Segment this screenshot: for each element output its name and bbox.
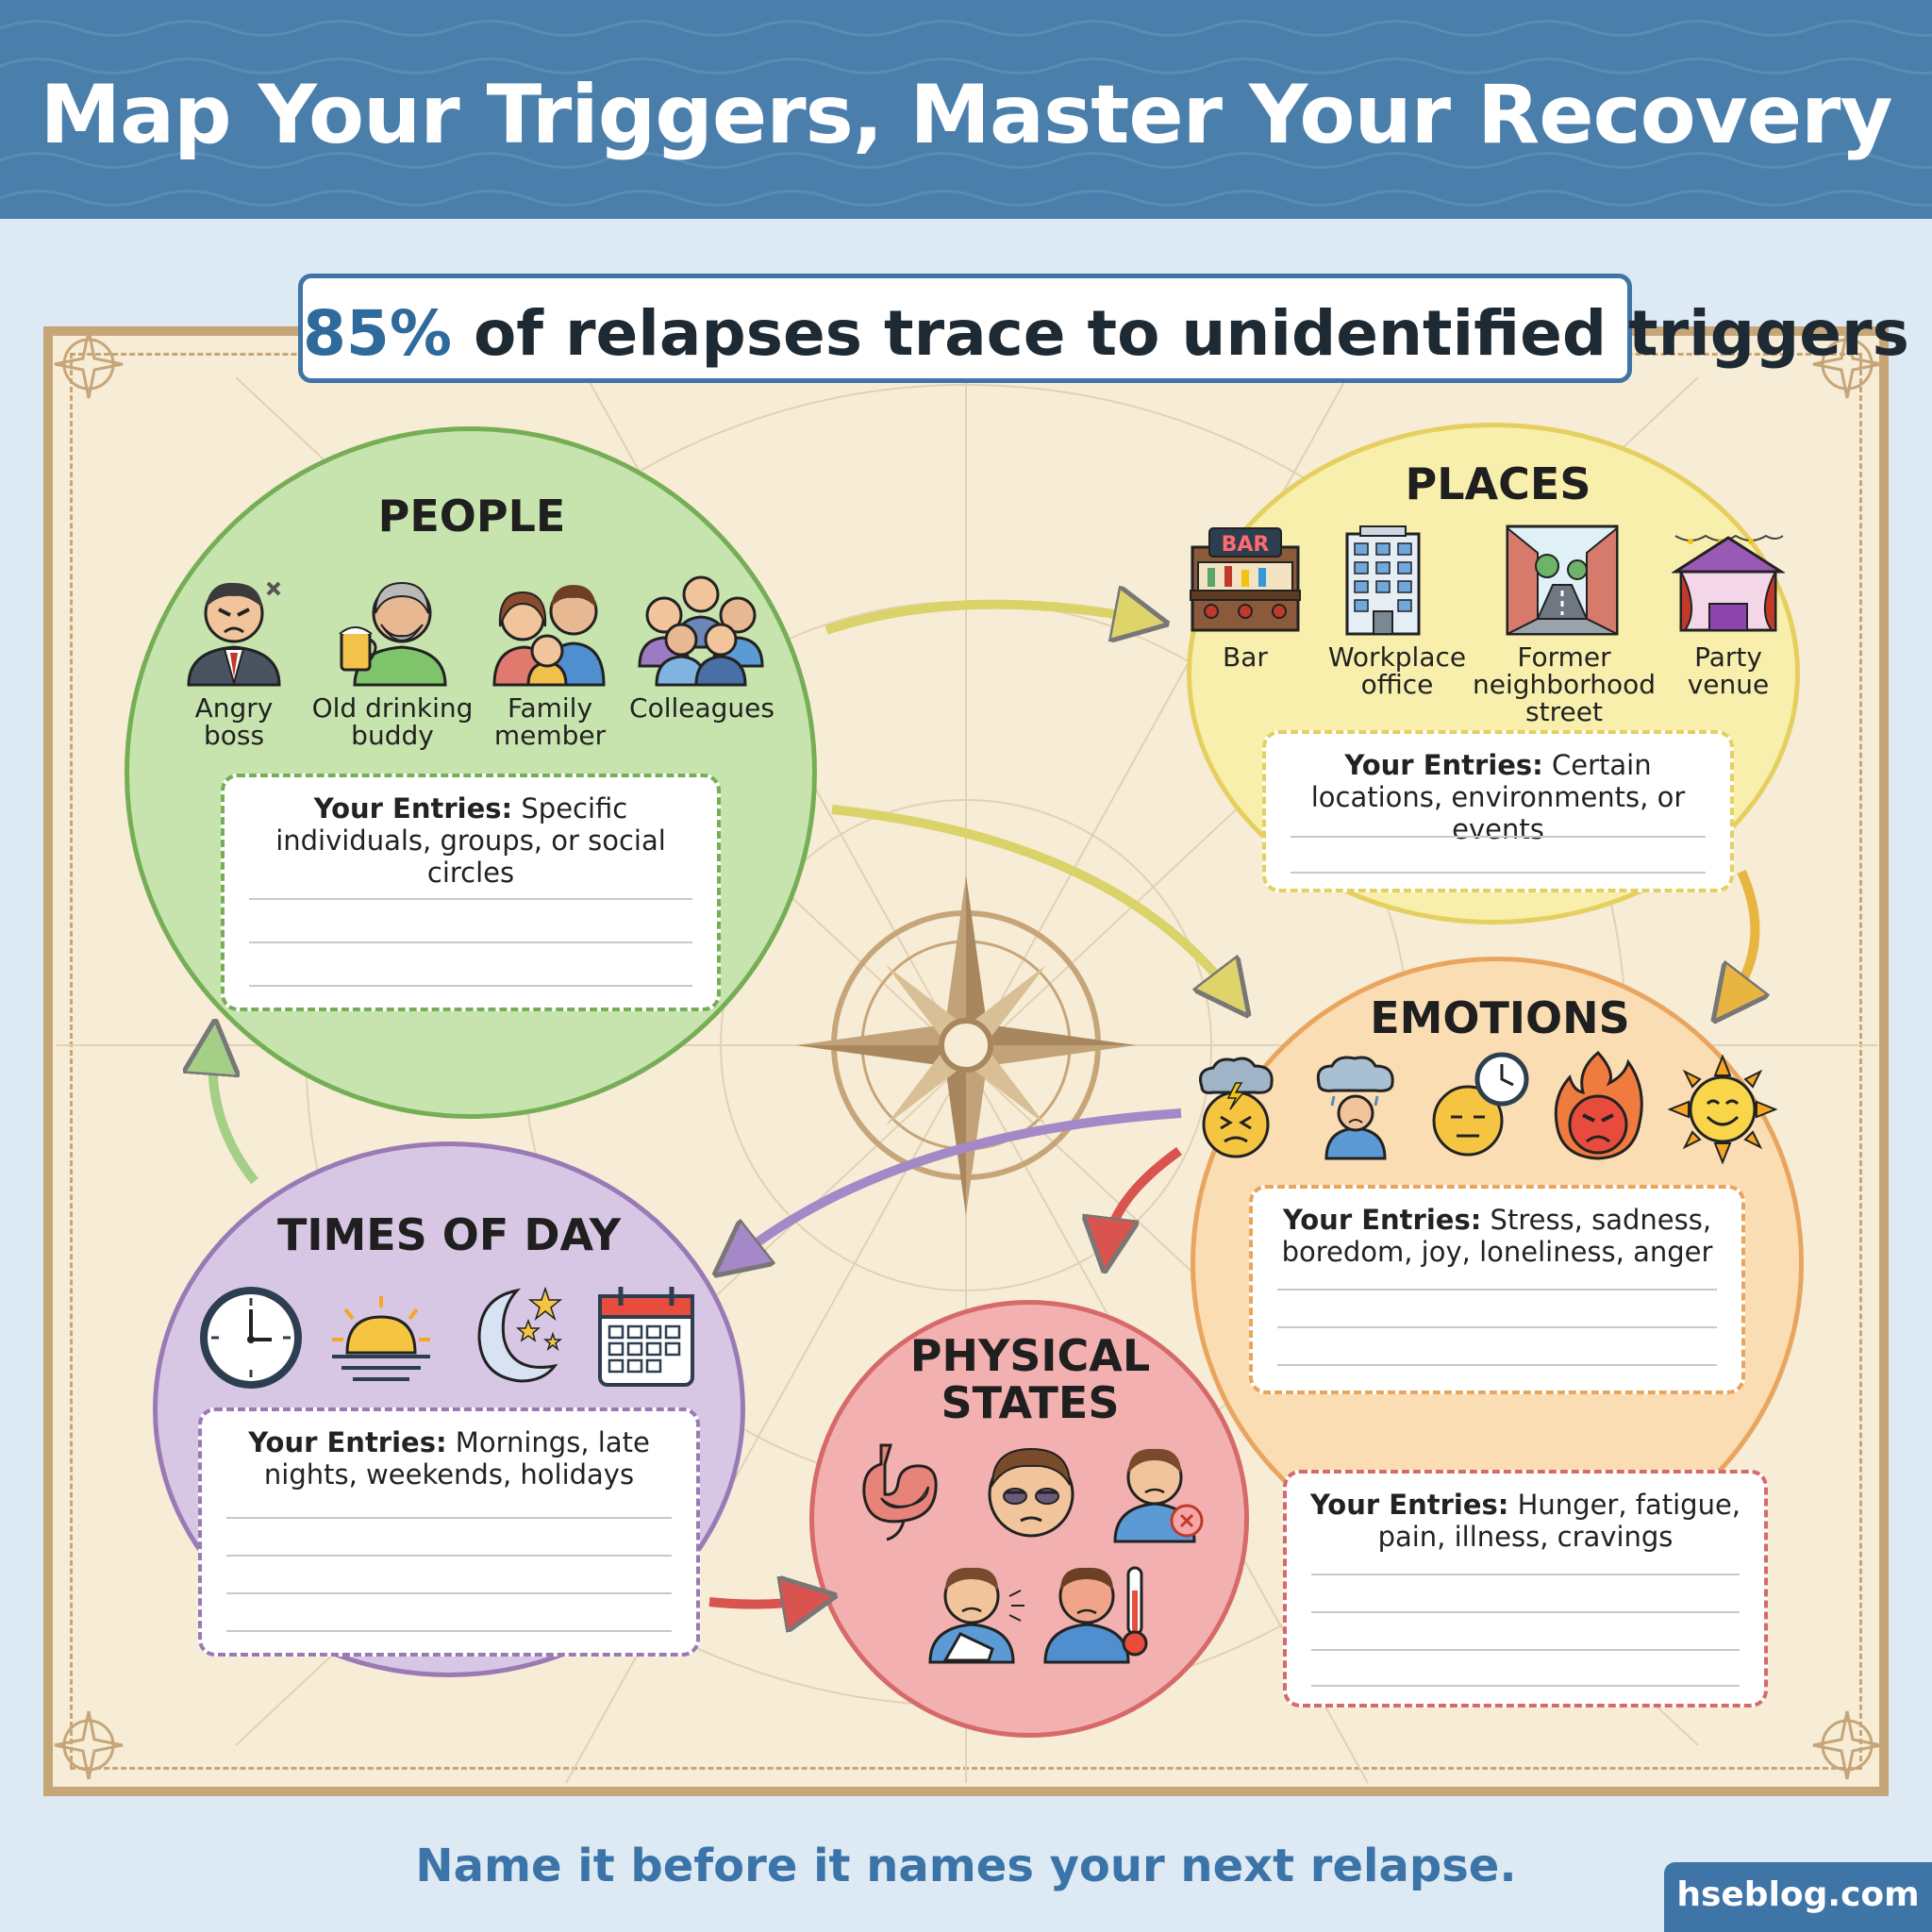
entry-line	[1291, 836, 1706, 838]
entry-line	[1311, 1685, 1740, 1687]
angry-fire-icon	[1554, 1050, 1643, 1160]
entry-line	[226, 1555, 672, 1557]
people-item-label: Old drinking buddy	[311, 692, 474, 751]
drinking-buddy-icon	[339, 581, 447, 687]
times-entries-text: Your Entries: Mornings, late nights, wee…	[248, 1426, 650, 1491]
places-entries-box[interactable]: Your Entries: Certain locations, environ…	[1262, 730, 1734, 892]
statistic-banner: 85% of relapses trace to unidentified tr…	[298, 274, 1909, 383]
entry-line	[1277, 1289, 1717, 1291]
people-item-label: Angry boss	[194, 692, 274, 751]
physical-title-line1: PHYSICAL	[909, 1330, 1151, 1381]
entry-line	[226, 1592, 672, 1594]
emotions-entries-box[interactable]: Your Entries: Stress, sadness, boredom, …	[1249, 1185, 1745, 1394]
places-item-label: Party venue	[1687, 641, 1770, 700]
bored-face-icon	[1432, 1052, 1529, 1157]
stress-cloud-icon	[1199, 1057, 1274, 1158]
stomach-icon	[862, 1443, 938, 1541]
family-icon	[492, 585, 606, 687]
header-banner: Map Your Triggers, Master Your Recovery	[0, 0, 1932, 219]
street-icon	[1506, 525, 1619, 636]
entry-line	[1277, 1326, 1717, 1328]
colleagues-icon	[638, 575, 764, 687]
times-entries-box[interactable]: Your Entries: Mornings, late nights, wee…	[198, 1407, 700, 1657]
entry-line	[1311, 1649, 1740, 1651]
people-item-label: Colleagues	[629, 692, 774, 724]
entry-line	[1291, 872, 1706, 874]
tired-face-icon	[988, 1447, 1074, 1538]
moon-stars-icon	[477, 1286, 563, 1383]
physical-entries-box[interactable]: Your Entries: Hunger, fatigue, pain, ill…	[1283, 1470, 1768, 1707]
statistic-text: of relapses trace to unidentified trigge…	[451, 297, 1909, 370]
people-entries-text: Your Entries: Specific individuals, grou…	[275, 792, 666, 889]
people-title: PEOPLE	[377, 491, 566, 541]
fever-thermometer-icon	[1043, 1566, 1148, 1664]
angry-boss-icon	[187, 581, 281, 687]
office-building-icon	[1345, 525, 1421, 636]
entry-line	[1311, 1611, 1740, 1613]
emotions-entries-text: Your Entries: Stress, sadness, boredom, …	[1281, 1204, 1713, 1268]
entry-line	[249, 985, 692, 987]
injured-person-icon	[928, 1567, 1024, 1664]
places-entries-text: Your Entries: Certain locations, environ…	[1310, 749, 1686, 845]
wave-pattern	[0, 20, 1932, 207]
people-entries-box[interactable]: Your Entries: Specific individuals, grou…	[221, 774, 721, 1011]
physical-entries-text: Your Entries: Hunger, fatigue, pain, ill…	[1309, 1489, 1741, 1553]
calendar-icon	[598, 1287, 694, 1387]
entry-line	[226, 1517, 672, 1519]
places-item-label: Workplace office	[1327, 641, 1467, 700]
brand-badge: hseblog.com	[1664, 1862, 1932, 1932]
places-item-label: Bar	[1223, 641, 1268, 673]
physical-title-line2: STATES	[941, 1377, 1120, 1428]
emotions-title: EMOTIONS	[1370, 992, 1630, 1043]
clock-icon	[200, 1287, 302, 1389]
places-title: PLACES	[1405, 458, 1591, 509]
sunrise-icon	[332, 1296, 430, 1381]
bar-sign-text: BAR	[1222, 533, 1270, 557]
people-item-label: Family member	[493, 692, 607, 751]
entry-line	[226, 1630, 672, 1632]
page-title: Map Your Triggers, Master Your Recovery	[40, 68, 1892, 162]
statistic-percent: 85%	[303, 297, 452, 370]
sad-person-icon	[1316, 1056, 1394, 1160]
entry-line	[249, 941, 692, 943]
tagline: Name it before it names your next relaps…	[415, 1840, 1517, 1892]
happy-sun-icon	[1668, 1055, 1777, 1164]
entry-line	[249, 898, 692, 900]
bar-icon: BAR	[1190, 527, 1301, 632]
places-item-label: Former neighborhood street	[1473, 641, 1656, 727]
entry-line	[1277, 1364, 1717, 1366]
entry-line	[1311, 1574, 1740, 1575]
party-tent-icon	[1672, 534, 1785, 632]
sick-person-icon	[1113, 1448, 1204, 1543]
physical-states-title: PHYSICAL STATES	[887, 1332, 1174, 1426]
times-title: TIMES OF DAY	[276, 1209, 622, 1260]
